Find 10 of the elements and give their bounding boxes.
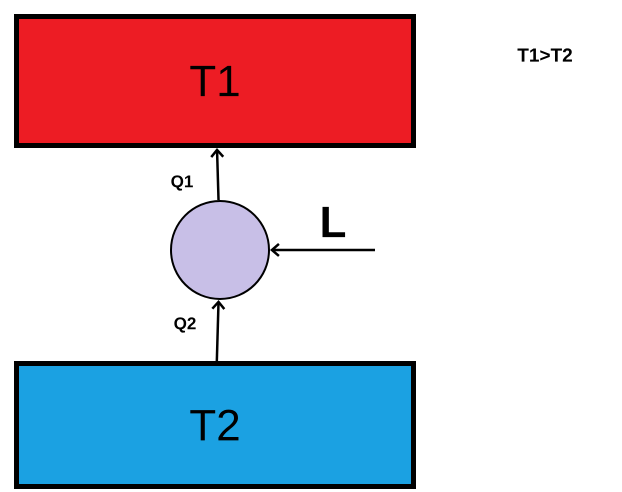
edge-label: L <box>322 206 346 238</box>
arrow <box>210 148 224 200</box>
edge-label: Q1 <box>171 175 193 191</box>
note: T1>T2 <box>518 48 572 62</box>
temperature-box: T1 <box>14 14 416 148</box>
edge-label: Q2 <box>174 317 196 333</box>
temperature-box: T2 <box>14 360 416 489</box>
circle-shape <box>170 200 270 300</box>
arrow <box>211 300 226 362</box>
arrow <box>270 243 375 257</box>
